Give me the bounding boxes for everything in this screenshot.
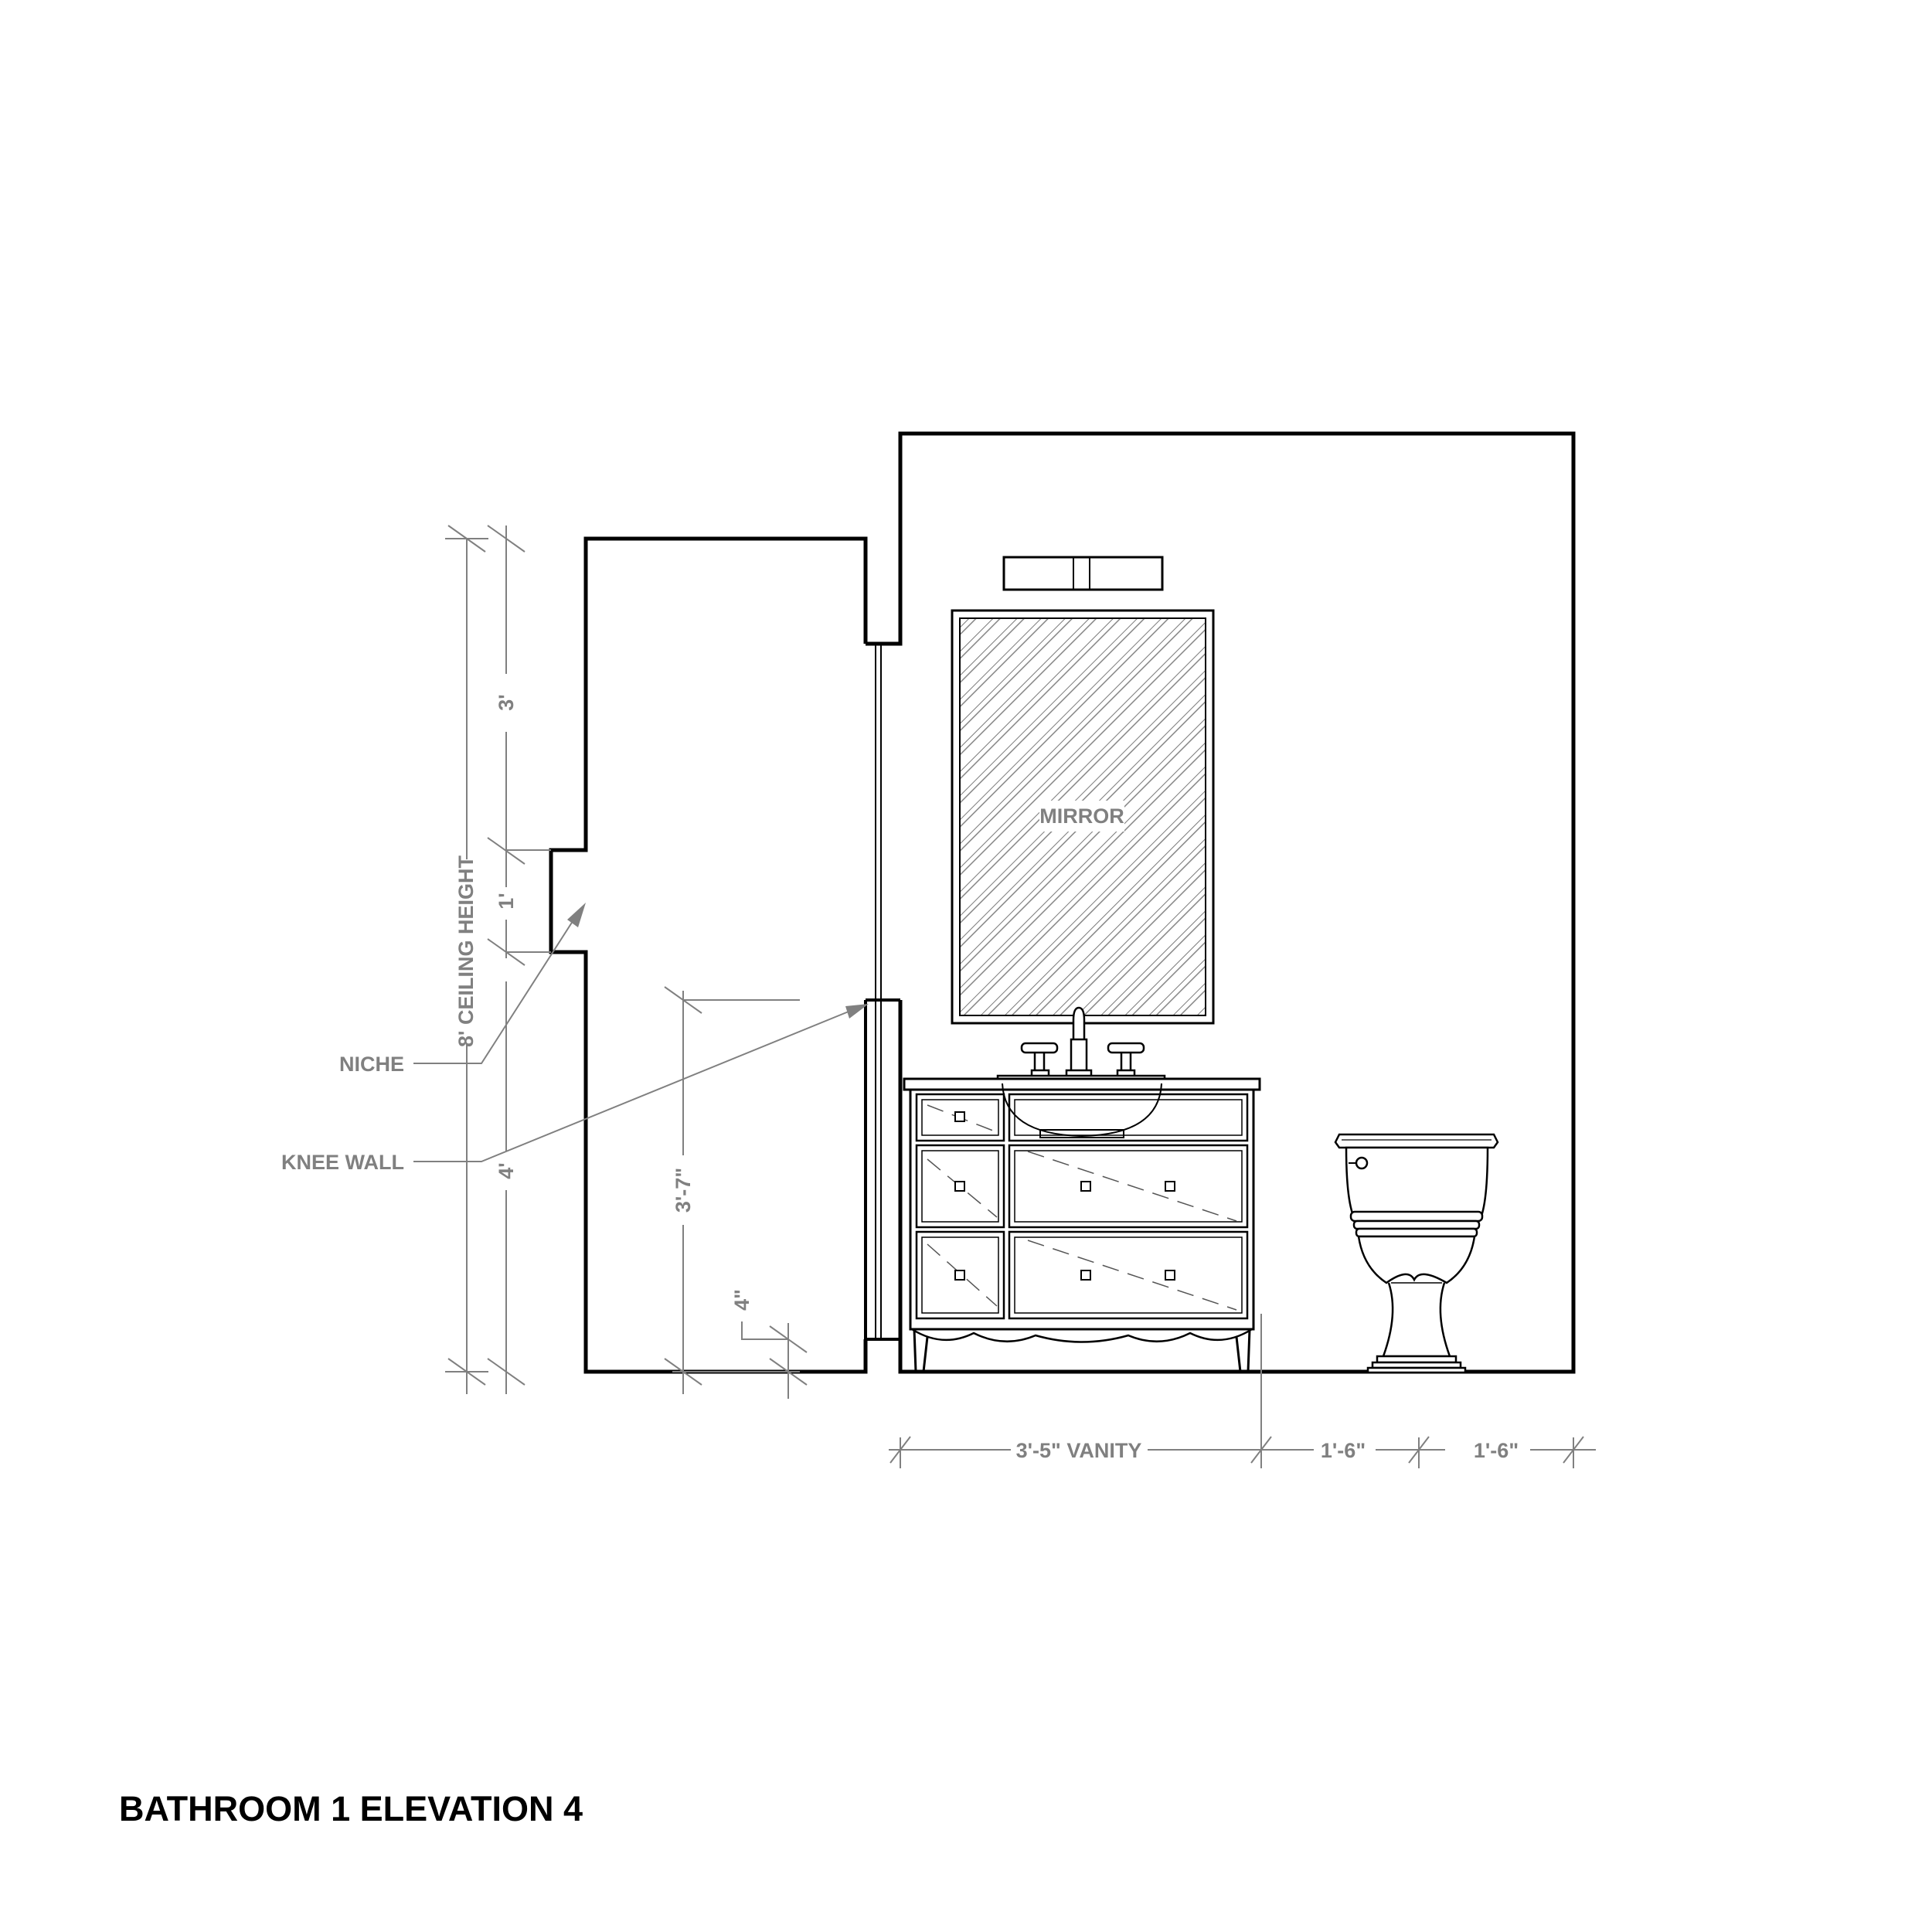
knee-wall (864, 998, 900, 1341)
dimension-lines (413, 525, 1596, 1468)
niche-height-dimension: 1' (495, 893, 518, 909)
lower-wall-dimension: 4' (495, 1162, 518, 1179)
knee-wall-callout: KNEE WALL (281, 1151, 404, 1174)
vanity-width-dimension: 3'-5" VANITY (1016, 1439, 1142, 1462)
mirror-label: MIRROR (1039, 804, 1124, 828)
vanity-cabinet (903, 1074, 1261, 1373)
curb-dimension: 4" (730, 1289, 753, 1311)
leader-arrowheads (567, 903, 869, 1019)
vanity-light-fixture (1002, 556, 1164, 591)
mirror: MIRROR (951, 609, 1215, 1025)
toilet-clearance-left-dimension: 1'-6" (1321, 1439, 1366, 1462)
glass-partition (875, 644, 882, 1000)
faucet (1020, 1006, 1145, 1078)
upper-wall-dimension: 3' (495, 694, 518, 710)
right-wall-outline (866, 431, 1576, 1374)
toilet (1334, 1133, 1499, 1374)
ceiling-height-label: 8' CEILING HEIGHT (454, 855, 478, 1047)
dimension-text: 8' CEILING HEIGHT 3' 1' 4' 3'-7" 4" 3'-5… (281, 694, 1519, 1462)
vanity-drawers (915, 1093, 1249, 1320)
drawing-title: BATHROOM 1 ELEVATION 4 (119, 1789, 583, 1828)
drawer-knobs (954, 1111, 1175, 1281)
knee-wall-height-dimension: 3'-7" (672, 1168, 695, 1213)
toilet-clearance-right-dimension: 1'-6" (1474, 1439, 1519, 1462)
left-wall-outline (549, 536, 868, 1374)
niche-callout: NICHE (339, 1053, 404, 1076)
